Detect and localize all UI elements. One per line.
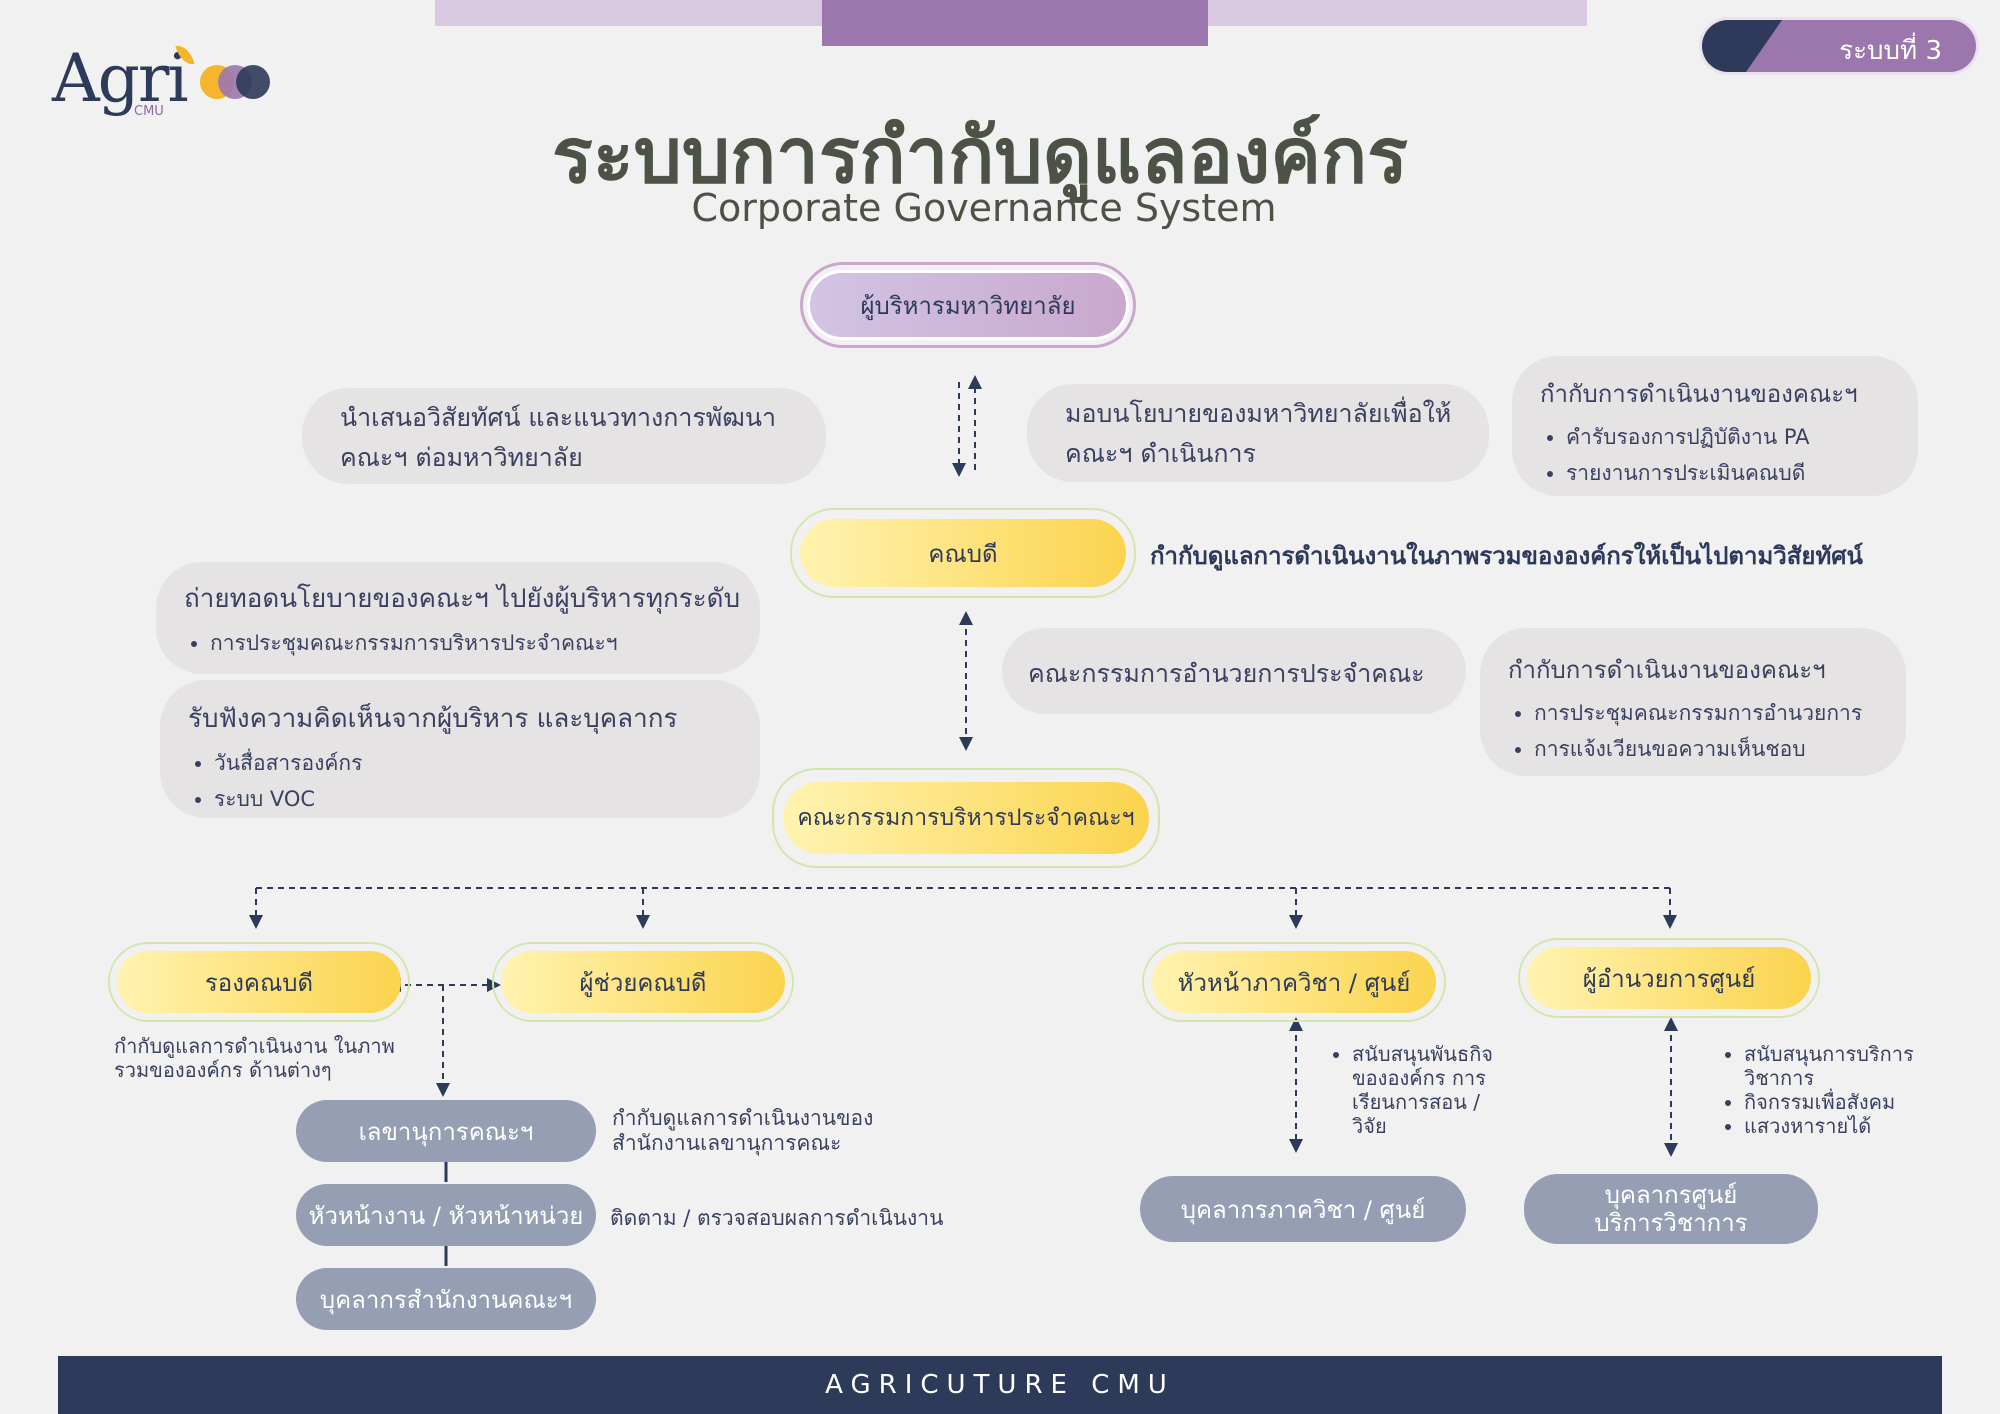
secretary-role: กำกับดูแลการดำเนินงานของ สำนักงานเลขานุก… <box>612 1106 873 1156</box>
info-list-item: แสวงหารายได้ <box>1744 1114 1914 1138</box>
node-dean: คณบดี <box>800 519 1126 587</box>
footer-text: AGRICUTURE CMU <box>825 1370 1175 1400</box>
node-university-ring: ผู้บริหารมหาวิทยาลัย <box>800 262 1136 348</box>
info-list-item: กิจกรรมเพื่อสังคม <box>1744 1090 1914 1114</box>
node-dept-head-ring: หัวหน้าภาควิชา / ศูนย์ <box>1142 942 1446 1022</box>
info-list: สนับสนุนการบริการวิชาการ กิจกรรมเพื่อสัง… <box>1722 1042 1914 1138</box>
node-center-director-ring: ผู้อำนวยการศูนย์ <box>1518 938 1820 1018</box>
section-head-role: ติดตาม / ตรวจสอบผลการดำเนินงาน <box>610 1206 944 1230</box>
info-list: สนับสนุนพันธกิจ ขององค์กร การ เรียนการสอ… <box>1330 1042 1493 1138</box>
node-exec-committee: คณะกรรมการบริหารประจำคณะฯ <box>783 782 1149 854</box>
system-badge: ระบบที่ 3 <box>1702 20 1976 72</box>
node-vice-dean: รองคณบดี <box>117 951 401 1013</box>
top-decor-bar-accent <box>822 0 1208 46</box>
center-support-list: สนับสนุนการบริการวิชาการ กิจกรรมเพื่อสัง… <box>1722 1042 1914 1138</box>
info-admin-committee: คณะกรรมการอำนวยการประจำคณะ <box>1002 628 1466 714</box>
node-line: บริการวิชาการ <box>1594 1209 1748 1237</box>
node-dean-ring: คณบดี <box>790 508 1136 598</box>
node-assistant-dean-ring: ผู้ช่วยคณบดี <box>492 942 794 1022</box>
info-title: ถ่ายทอดนโยบายของคณะฯ ไปยังผู้บริหารทุกระ… <box>184 584 741 614</box>
info-supervise-admin: กำกับการดำเนินงานของคณะฯ การประชุมคณะกรร… <box>1480 628 1906 776</box>
dean-role-label: กำกับดูแลการดำเนินงานในภาพรวมขององค์กรให… <box>1150 542 1863 570</box>
info-list-item: วันสื่อสารองค์กร <box>214 747 760 780</box>
info-list: การประชุมคณะกรรมการบริหารประจำคณะฯ <box>184 627 760 660</box>
info-assign-policy: มอบนโยบายของมหาวิทยาลัยเพื่อให้ คณะฯ ดำเ… <box>1027 384 1489 482</box>
info-line: คณะฯ ต่อมหาวิทยาลัย <box>340 443 583 472</box>
info-title: กำกับการดำเนินงานของคณะฯ <box>1540 380 1858 408</box>
node-exec-committee-ring: คณะกรรมการบริหารประจำคณะฯ <box>772 768 1160 868</box>
vice-dean-role: กำกับดูแลการดำเนินงาน ในภาพ รวมขององค์กร… <box>114 1034 395 1082</box>
node-center-director: ผู้อำนวยการศูนย์ <box>1527 947 1811 1009</box>
node-dept-head: หัวหน้าภาควิชา / ศูนย์ <box>1152 951 1436 1013</box>
info-list-item: คำรับรองการปฏิบัติงาน PA <box>1566 421 1918 454</box>
node-vice-dean-ring: รองคณบดี <box>108 942 410 1022</box>
page-title: ระบบการกำกับดูแลองค์กร <box>552 111 1408 200</box>
info-list: การประชุมคณะกรรมการอำนวยการ การแจ้งเวียน… <box>1508 697 1906 766</box>
info-cascade-policy: ถ่ายทอดนโยบายของคณะฯ ไปยังผู้บริหารทุกระ… <box>156 562 760 674</box>
dept-support-list: สนับสนุนพันธกิจ ขององค์กร การ เรียนการสอ… <box>1330 1042 1493 1138</box>
role-line: กำกับดูแลการดำเนินงาน ในภาพ <box>114 1034 395 1058</box>
info-line: นำเสนอวิสัยทัศน์ และแนวทางการพัฒนา <box>340 403 776 432</box>
role-line: รวมขององค์กร ด้านต่างๆ <box>114 1058 332 1082</box>
role-line: สำนักงานเลขานุการคณะ <box>612 1131 842 1155</box>
badge-label: ระบบที่ 3 <box>1839 36 1942 66</box>
node-center-staff: บุคลากรศูนย์ บริการวิชาการ <box>1524 1174 1818 1244</box>
info-list-item: สนับสนุนการบริการวิชาการ <box>1744 1042 1914 1090</box>
node-line: บุคลากรศูนย์ <box>1604 1181 1738 1209</box>
footer-bar: AGRICUTURE CMU <box>58 1356 1942 1414</box>
info-list-item: การประชุมคณะกรรมการบริหารประจำคณะฯ <box>210 627 760 660</box>
node-assistant-dean: ผู้ช่วยคณบดี <box>501 951 785 1013</box>
info-title: กำกับการดำเนินงานของคณะฯ <box>1508 656 1826 684</box>
info-line: คณะฯ ดำเนินการ <box>1065 439 1256 468</box>
info-present-vision: นำเสนอวิสัยทัศน์ และแนวทางการพัฒนา คณะฯ … <box>302 388 826 484</box>
page-subtitle: Corporate Governance System <box>691 186 1277 230</box>
node-secretary: เลขานุการคณะฯ <box>296 1100 596 1162</box>
info-list: วันสื่อสารองค์กร ระบบ VOC <box>188 747 760 816</box>
info-list-item: สนับสนุนพันธกิจ ขององค์กร การ เรียนการสอ… <box>1352 1042 1493 1138</box>
logo-sub: CMU <box>134 104 164 119</box>
info-list-item: รายงานการประเมินคณบดี <box>1566 457 1918 490</box>
info-list-item: การประชุมคณะกรรมการอำนวยการ <box>1534 697 1906 730</box>
info-line: คณะกรรมการอำนวยการประจำคณะ <box>1028 659 1425 688</box>
info-title: รับฟังความคิดเห็นจากผู้บริหาร และบุคลากร <box>188 704 678 734</box>
logo: Agri <box>52 40 189 117</box>
info-line: มอบนโยบายของมหาวิทยาลัยเพื่อให้ <box>1065 399 1452 428</box>
info-listen-feedback: รับฟังความคิดเห็นจากผู้บริหาร และบุคลากร… <box>160 680 760 818</box>
info-list: คำรับรองการปฏิบัติงาน PA รายงานการประเมิ… <box>1540 421 1918 490</box>
info-list-item: ระบบ VOC <box>214 783 760 816</box>
logo-dot-icon <box>236 65 270 99</box>
info-supervise-university: กำกับการดำเนินงานของคณะฯ คำรับรองการปฏิบ… <box>1512 356 1918 496</box>
node-university: ผู้บริหารมหาวิทยาลัย <box>807 270 1129 340</box>
role-line: กำกับดูแลการดำเนินงานของ <box>612 1106 874 1130</box>
node-dept-staff: บุคลากรภาควิชา / ศูนย์ <box>1140 1176 1466 1242</box>
node-office-staff: บุคลากรสำนักงานคณะฯ <box>296 1268 596 1330</box>
node-section-head: หัวหน้างาน / หัวหน้าหน่วย <box>296 1184 596 1246</box>
info-list-item: การแจ้งเวียนขอความเห็นชอบ <box>1534 733 1906 766</box>
